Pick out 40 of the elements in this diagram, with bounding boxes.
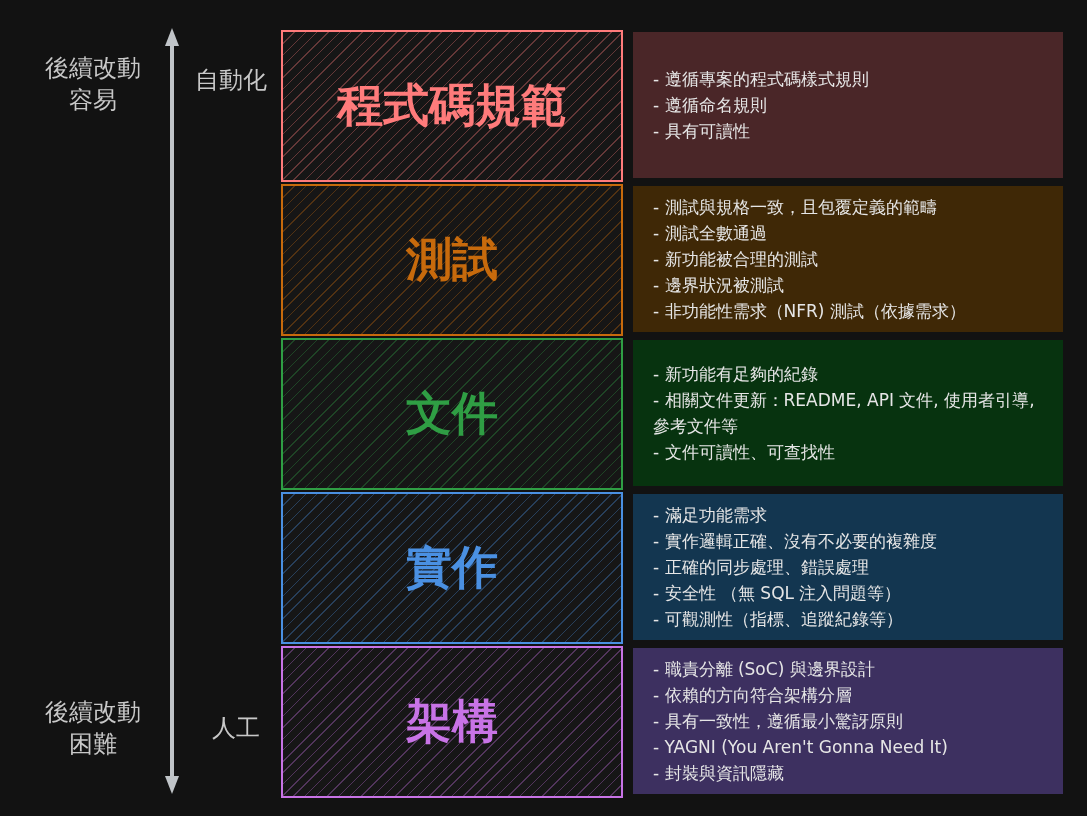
layer-box [281, 184, 623, 336]
description-panel [633, 340, 1063, 486]
bullet-item: - 相關文件更新：README, API 文件, 使用者引導, 參考文件等 [653, 389, 1036, 438]
bullet-item: - 實作邏輯正確、沒有不必要的複雜度 [653, 530, 938, 553]
layer-box [281, 646, 623, 798]
layer-box [281, 338, 623, 490]
description-panel [633, 494, 1063, 640]
axis-label: 人工 [211, 713, 261, 744]
bullet-item: - 非功能性需求（NFR) 測試（依據需求） [653, 300, 967, 323]
layer-box [281, 30, 623, 182]
description-panel [633, 648, 1063, 794]
bullet-item: - 測試全數通過 [653, 222, 768, 245]
bullet-item: - 職責分離 (SoC) 與邊界設計 [653, 658, 876, 681]
layer-box [281, 492, 623, 644]
bullet-item: - 具有可讀性 [653, 120, 751, 143]
layer-title: 實作 [406, 539, 498, 596]
bullet-item: - 具有一致性，遵循最小驚訝原則 [653, 710, 904, 733]
layer-title: 程式碼規範 [337, 77, 567, 134]
bullet-item: - 安全性 （無 SQL 注入問題等） [653, 582, 903, 605]
bullet-item: - 新功能被合理的測試 [653, 248, 819, 271]
axis-label: 自動化 [194, 65, 268, 96]
bullet-item: - 新功能有足夠的紀錄 [653, 363, 819, 386]
bullet-item: - 遵循專案的程式碼樣式規則 [653, 68, 870, 91]
bullet-item: - 邊界狀況被測試 [653, 274, 785, 297]
layer-title: 文件 [406, 385, 498, 442]
bullet-item: - 封裝與資訊隱藏 [653, 762, 785, 785]
bullet-item: - 可觀測性（指標、追蹤紀錄等） [653, 608, 904, 631]
bullet-item: - YAGNI (You Aren't Gonna Need It) [653, 736, 949, 759]
layer-title: 架構 [406, 693, 498, 750]
description-panel [633, 32, 1063, 178]
description-panel [633, 186, 1063, 332]
bullet-item: - 測試與規格一致，且包覆定義的範疇 [653, 196, 938, 219]
bullet-item: - 文件可讀性、可查找性 [653, 441, 836, 464]
bullet-item: - 依賴的方向符合架構分層 [653, 684, 853, 707]
bullet-item: - 正確的同步處理、錯誤處理 [653, 556, 870, 579]
axis-label: 後續改動容易 [44, 53, 142, 116]
layer-title: 測試 [406, 231, 498, 288]
axis-label: 後續改動困難 [44, 697, 142, 760]
bullet-item: - 滿足功能需求 [653, 504, 768, 527]
bullet-item: - 遵循命名規則 [653, 94, 768, 117]
